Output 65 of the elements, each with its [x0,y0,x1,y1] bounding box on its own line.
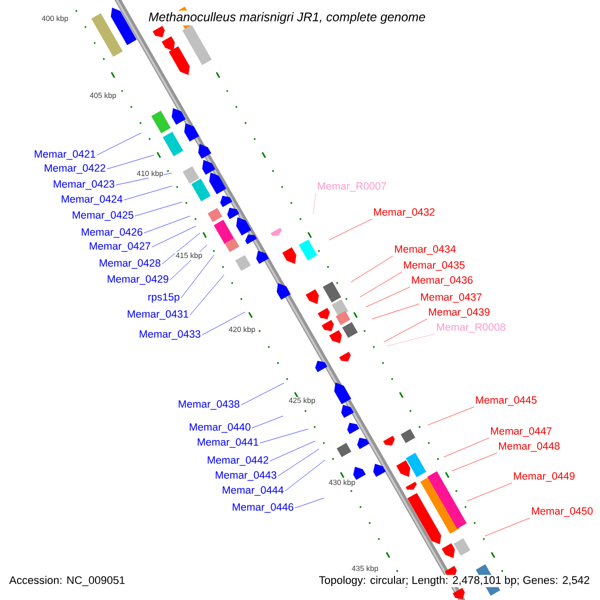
leader-line [152,226,196,248]
leader-line [452,452,498,472]
gene-label: rps15p [148,293,180,303]
leader-line [270,440,316,462]
leader-line [162,232,200,264]
leader-line [384,318,428,342]
gene-label: Memar_0442 [208,456,268,466]
gene-label: Memar_R0008 [437,323,506,333]
leader-line [484,518,530,536]
gene-label: Memar_0446 [232,503,294,513]
gene-label: Memar_0436 [412,276,473,286]
gene-label: Memar_0425 [72,211,134,221]
gene-label: Memar_0431 [128,310,188,320]
leader-line [124,186,172,200]
gene-label: Memar_0432 [374,208,435,218]
gene-label: Memar_0448 [499,442,560,452]
leader-line [260,428,308,444]
leader-line [190,274,224,316]
gene-label: Memar_0445 [476,396,537,406]
gene-label: Memar_0429 [108,275,168,285]
gene-label: Memar_0447 [491,427,552,437]
leader-line [360,272,402,298]
gene-label: Memar_0438 [178,400,240,410]
topology-text: Topology: circular; Length: 2,478,101 bp; Genes: 2,542 [318,574,591,588]
accession-text: Accession: NC_009051 [9,576,125,586]
leader-line [386,334,436,346]
gene-label: Memar_0437 [421,293,482,303]
gene-label: Memar_R0007 [318,182,386,192]
gene-label: Memar_0440 [190,423,250,433]
gene-label: Memar_0433 [140,330,200,340]
gene-label: Memar_0443 [216,471,276,481]
gene-label: Memar_0439 [429,308,490,318]
leader-line [180,254,214,298]
gene-label: Memar_0434 [395,245,456,255]
leader-line [96,132,142,156]
leader-line [284,460,326,492]
gene-label: Memar_0426 [82,228,142,238]
gene-label: Memar_0428 [100,259,160,269]
leader-line [328,218,372,240]
gene-label: Memar_0444 [222,486,284,496]
leader-line [106,154,154,170]
gene-label: Memar_0427 [90,242,150,252]
gene-label: Memar_0449 [514,472,575,482]
leader-line [240,382,284,406]
gene-label: Memar_0450 [532,507,593,517]
leader-line [366,286,410,308]
title: Methanoculleus marisnigri JR1, complete genome [146,10,428,26]
leader-line [428,406,474,426]
gene-label: Memar_0424 [62,195,122,205]
leader-line [134,202,182,216]
leader-line [312,192,316,214]
gene-label: Memar_0423 [54,180,114,190]
leader-line [444,438,490,458]
gene-label: Memar_0421 [34,150,96,160]
leader-line [252,416,284,428]
leader-line [202,312,246,336]
leader-line [144,216,190,234]
leader-line [278,448,320,476]
gene-label: Memar_0422 [44,164,106,174]
gene-label: Memar_0435 [404,261,465,271]
leader-line [294,498,324,508]
leader-line [350,256,394,282]
leader-line [372,304,420,320]
leader-line [466,482,512,502]
gene-label: Memar_0441 [198,438,258,448]
